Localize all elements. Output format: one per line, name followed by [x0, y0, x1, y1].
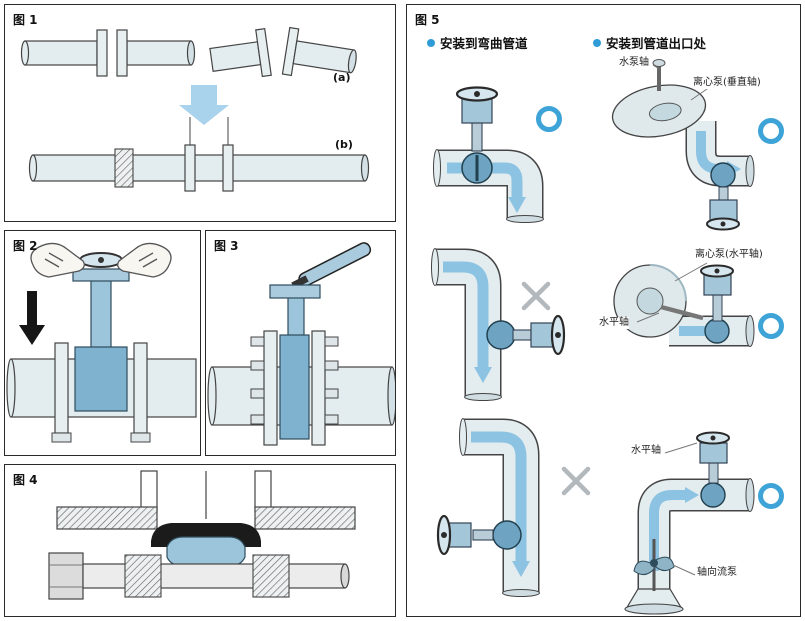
valve-body [279, 334, 310, 440]
bend-low-side-mount-scene [436, 418, 591, 597]
axial-flow-scene [624, 431, 755, 615]
flange-cross-section [56, 506, 158, 530]
correct-circle-icon [758, 313, 784, 339]
down-arrow-icon [179, 85, 229, 125]
figure-3-panel: 图 3 [205, 230, 396, 456]
figure-3-label: 图 3 [214, 239, 239, 253]
figure-4-label: 图 4 [13, 473, 38, 487]
section-header-pipe-outlet: 安装到管道出口处 [593, 33, 706, 52]
figure-2-panel: 图 2 [4, 230, 201, 456]
figure-1-label: 图 1 [13, 13, 38, 27]
figure-5-label: 图 5 [415, 13, 440, 27]
figure-4-illustration [48, 470, 356, 600]
aligned-pipe-drawing [20, 29, 196, 77]
flange-cross-section [254, 506, 356, 530]
flange-plate [263, 330, 278, 446]
bullet-icon [427, 38, 435, 47]
flange-plate [311, 330, 326, 446]
figure-1-sub-a: (a) [333, 71, 351, 84]
propeller-blade [653, 556, 675, 571]
valve-seat-section [151, 523, 261, 547]
assembled-pipe-drawing [28, 154, 370, 182]
insert-arrow-icon [19, 291, 45, 345]
figure-2-illustration [6, 242, 197, 443]
wall-sleeve-section [114, 148, 134, 188]
through-bolt-drawing [48, 552, 350, 600]
correct-circle-icon [758, 118, 784, 144]
wrong-x-icon [521, 281, 551, 311]
flange-bolts [250, 336, 339, 425]
correct-circle-icon [758, 483, 784, 509]
section-header-bend-pipe: 安装到弯曲管道 [427, 33, 528, 52]
hands-drawing [30, 242, 172, 278]
figure-3-illustration [207, 242, 395, 446]
bullet-icon [593, 38, 601, 47]
section-title: 安装到弯曲管道 [440, 36, 528, 51]
figure-5-panel: 图 5 安装到弯曲管道 安装到管道出口处 水泵轴 离心泵(垂直轴) 离心泵(水平… [406, 4, 801, 617]
propeller-blade [633, 560, 655, 575]
figure-2-label: 图 2 [13, 239, 38, 253]
centrifugal-horizontal-label: 离心泵(水平轴) [695, 249, 763, 261]
figure-4-panel: 图 4 [4, 464, 396, 617]
wrong-x-icon [561, 466, 591, 496]
butterfly-valve-drawing [72, 252, 130, 412]
section-title: 安装到管道出口处 [606, 36, 707, 51]
figure-1-illustration [20, 26, 370, 192]
misaligned-pipe-drawing [209, 26, 357, 78]
pump-shaft-line [660, 304, 704, 321]
bend-side-mount-scene [431, 248, 566, 401]
centrifugal-horizontal-scene [613, 262, 755, 347]
centrifugal-vertical-scene [611, 59, 755, 231]
figure-1-panel: 图 1 (a) (b) [4, 4, 396, 222]
flange-plate [222, 144, 234, 192]
axial-flow-pump-label: 轴向流泵 [697, 567, 737, 579]
horizontal-axis-mid-label: 水平轴 [599, 317, 629, 329]
figure-5-illustration [431, 59, 755, 615]
valve-disc-section [166, 536, 246, 567]
bend-top-mount-scene [433, 86, 544, 223]
flange-plate [133, 342, 148, 434]
flange-plate [184, 144, 196, 192]
figure-1-sub-b: (b) [335, 138, 353, 151]
valve-lever-handle [291, 242, 372, 289]
centrifugal-vertical-label: 离心泵(垂直轴) [693, 77, 761, 89]
flange-plate [54, 342, 69, 434]
horizontal-axis-bottom-label: 水平轴 [631, 445, 661, 457]
pump-shaft-label: 水泵轴 [619, 57, 649, 69]
correct-circle-icon [536, 106, 562, 132]
